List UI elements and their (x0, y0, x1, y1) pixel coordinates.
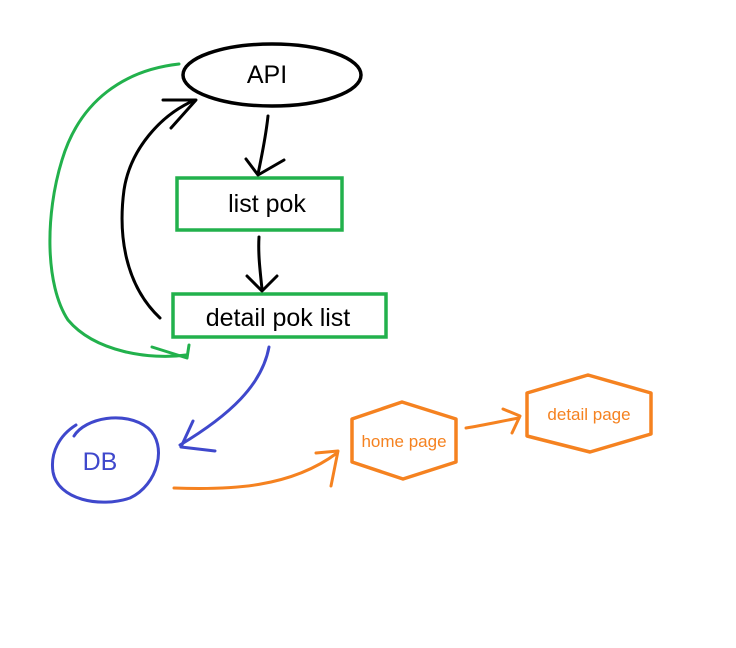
detail-pok-list-label: detail pok list (206, 304, 351, 332)
arrow-db-to-home-line (172, 451, 339, 491)
arrow-api-detail-green (48, 62, 191, 360)
arrow-db-to-home-head (314, 449, 340, 488)
list-pok-box (175, 176, 344, 232)
arrow-list-pok-to-detail (245, 235, 279, 293)
arrow-detail-to-api-black (120, 98, 198, 320)
db-label: DB (83, 448, 118, 476)
home-page-hexagon (350, 400, 458, 481)
arrow-home-to-detail-head (501, 407, 522, 435)
arrow-list-pok-to-detail-head (245, 274, 279, 293)
api-node: API (181, 42, 363, 108)
arrow-list-pok-to-detail-line (257, 235, 264, 291)
arrow-detail-to-db (178, 345, 271, 453)
api-label: API (247, 61, 287, 89)
arrow-api-to-list-pok (244, 114, 286, 177)
arrow-api-detail-green-line (48, 62, 188, 358)
detail-page-label: detail page (547, 405, 630, 424)
db-node: DB (50, 416, 160, 504)
arrow-db-to-home (172, 449, 340, 491)
home-page-node: home page (350, 400, 458, 481)
db-circle (50, 416, 160, 504)
arrow-detail-to-api-black-line (120, 98, 197, 320)
detail-pok-list-box (171, 292, 388, 339)
arrow-detail-to-db-line (178, 345, 271, 447)
home-page-label: home page (361, 432, 446, 451)
detail-page-hexagon (525, 373, 653, 454)
arrow-api-to-list-pok-line (256, 114, 270, 176)
arrow-api-to-list-pok-head (244, 157, 286, 177)
api-ellipse (181, 42, 363, 108)
arrow-home-to-detail (464, 407, 522, 435)
detail-pok-list-node: detail pok list (171, 292, 388, 339)
arrow-api-detail-green-head (150, 343, 191, 360)
arrow-detail-to-api-black-head (161, 98, 198, 130)
arrow-home-to-detail-line (464, 416, 521, 430)
list-pok-label: list pok (228, 190, 306, 218)
list-pok-node: list pok (175, 176, 344, 232)
arrow-detail-to-db-head (179, 419, 217, 453)
detail-page-node: detail page (525, 373, 653, 454)
